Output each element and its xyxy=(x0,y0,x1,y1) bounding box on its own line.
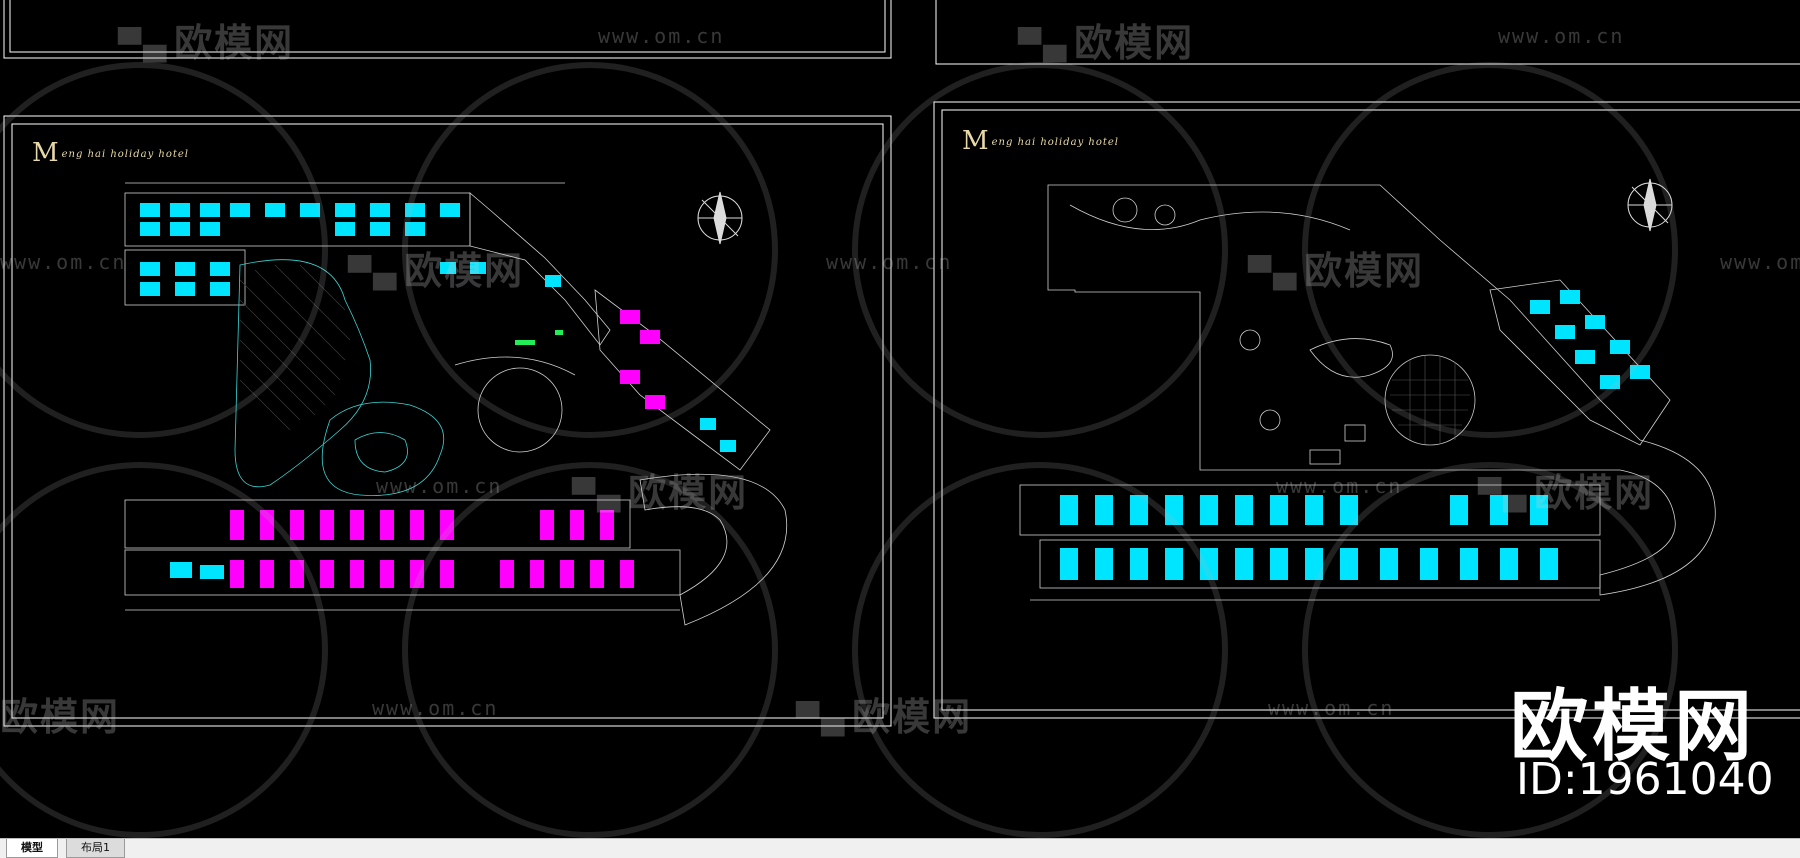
watermark-brand: ▀▄欧模网 xyxy=(348,249,525,293)
watermark-url: www.om.cn xyxy=(1720,250,1800,274)
watermark-brand: ▀▄欧模网 xyxy=(118,21,295,65)
watermark-url: www.om.cn xyxy=(1268,696,1395,720)
logo-sofa-icon: ▀▄ xyxy=(1018,28,1069,63)
logo-sofa-icon: ▀▄ xyxy=(572,478,623,513)
watermark-brand: ▀▄欧模网 xyxy=(1478,471,1655,515)
sheet-frame-left xyxy=(3,115,892,727)
top-frame-left xyxy=(3,0,892,59)
watermark-rings xyxy=(0,62,1678,838)
watermark-brand: ▀▄欧模网 xyxy=(1248,249,1425,293)
layout-tab-bar: 模型 布局1 xyxy=(0,838,1800,858)
rooms-cyan-right xyxy=(1060,290,1650,580)
title-text: eng hai holiday hotel xyxy=(991,137,1119,148)
watermark-url: www.om.cn xyxy=(1276,474,1403,498)
north-arrow-icon xyxy=(697,191,743,245)
right-site-plan xyxy=(1019,184,1716,601)
watermark-url: www.om.cn xyxy=(826,250,953,274)
north-arrow-icon xyxy=(1627,178,1673,232)
logo-sofa-icon: ▀▄ xyxy=(1478,478,1529,513)
watermark-url: www.om.cn xyxy=(372,696,499,720)
watermark-url: www.om.cn xyxy=(598,24,725,48)
title-initial: M xyxy=(32,138,60,168)
plaza-grid xyxy=(1390,356,1470,444)
pool-hatch xyxy=(239,264,351,431)
watermark-url: www.om.cn xyxy=(1498,24,1625,48)
hedges-left xyxy=(515,330,563,345)
cad-drawing xyxy=(0,0,1800,838)
stamp-brand: 欧模网 xyxy=(1510,682,1757,772)
title-initial: M xyxy=(962,126,990,156)
stamp-id: ID:1961040 xyxy=(1516,754,1774,805)
rooms-cyan-left xyxy=(140,203,736,579)
logo-sofa-icon: ▀▄ xyxy=(348,256,399,291)
watermark-brand: ▀▄欧模网 xyxy=(572,471,749,515)
watermark-brand: ▀▄欧模网 xyxy=(1018,21,1195,65)
watermark-brand: 欧模网 xyxy=(0,695,121,739)
tab-model[interactable]: 模型 xyxy=(6,839,58,858)
title-text: eng hai holiday hotel xyxy=(61,149,189,160)
watermark-brand: ▀▄欧模网 xyxy=(796,695,973,739)
left-floor-plan xyxy=(124,182,788,626)
rooms-magenta-left xyxy=(230,310,665,588)
watermark-url: www.om.cn xyxy=(376,474,503,498)
top-frame-right xyxy=(935,0,1800,65)
sheet-frame-right xyxy=(933,101,1800,719)
logo-sofa-icon: ▀▄ xyxy=(118,28,169,63)
watermark-url: www.om.cn xyxy=(0,250,127,274)
logo-sofa-icon: ▀▄ xyxy=(1248,256,1299,291)
tab-layout1[interactable]: 布局1 xyxy=(66,839,125,858)
logo-sofa-icon: ▀▄ xyxy=(796,702,847,737)
